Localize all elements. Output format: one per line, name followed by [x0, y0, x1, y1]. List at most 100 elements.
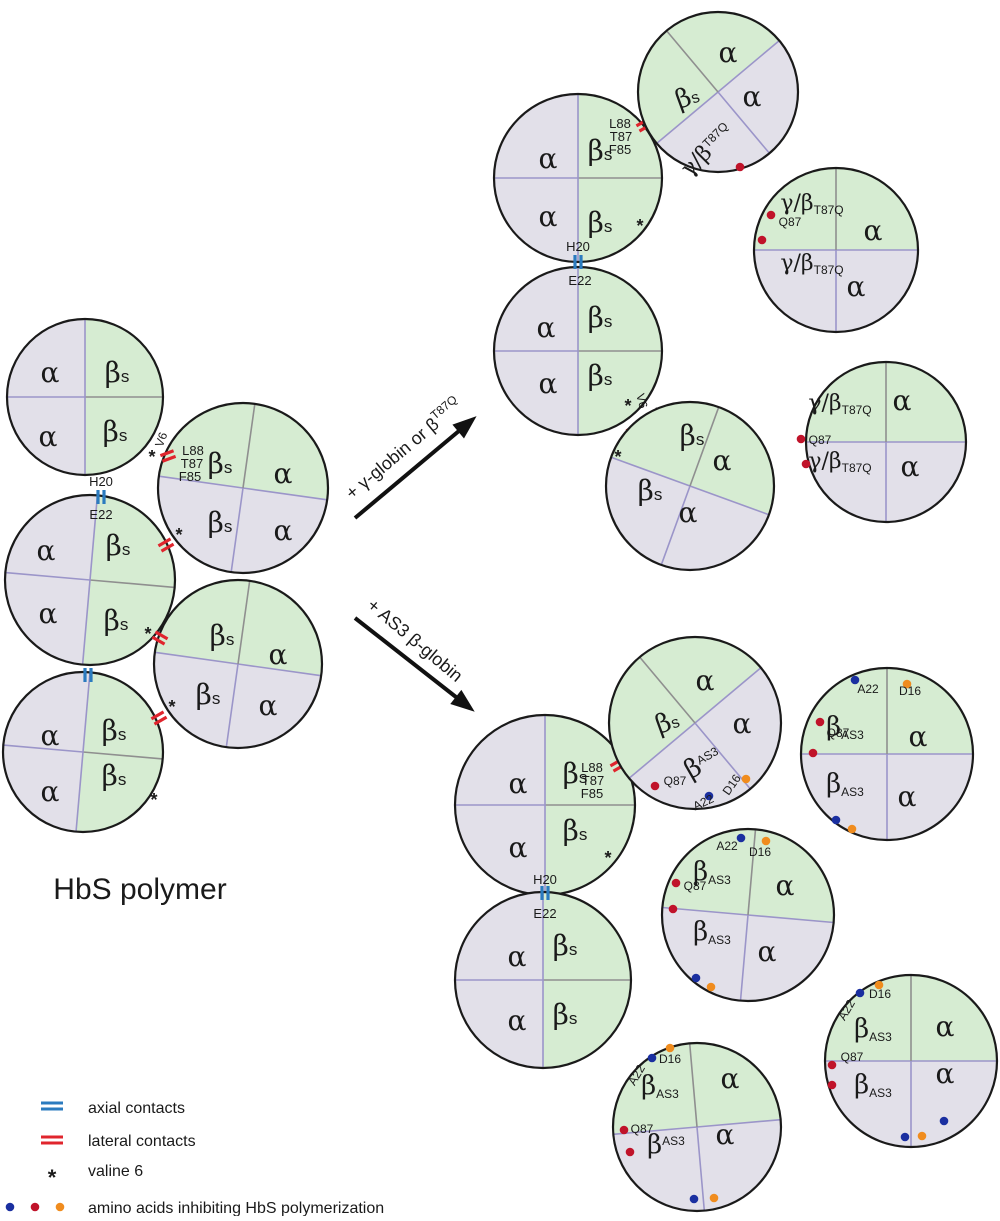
subunit-divider [639, 656, 696, 724]
beta-label: βs [588, 206, 613, 239]
subunit-divider [610, 456, 691, 487]
subunit-divider [739, 914, 749, 1001]
beta-label-text: βAS3 [826, 769, 864, 799]
subunit-divider [237, 580, 251, 665]
beta-subscript: s [122, 540, 131, 559]
beta-label: βs [563, 814, 588, 847]
beta-label: βs [680, 419, 705, 452]
beta-subscript: T87Q [814, 263, 844, 277]
beta-symbol: β [693, 857, 708, 887]
beta-label-text: βs [553, 998, 578, 1031]
subunit-quadrant [545, 715, 635, 805]
alpha-label: α [713, 444, 732, 477]
subunit-quadrant [689, 1043, 781, 1127]
beta-symbol: β [103, 415, 119, 448]
beta-label: βAS3 [826, 712, 864, 742]
beta-label-text: βAS3 [854, 1070, 892, 1100]
alpha-label: α [508, 940, 527, 973]
subunit-divider [696, 1118, 781, 1128]
beta-subscript: s [604, 217, 613, 236]
beta-label: βAS3 [854, 1014, 892, 1044]
subunit-quadrant [697, 1119, 782, 1211]
subunit-divider [656, 91, 719, 145]
subunit-quadrant [748, 829, 834, 923]
residue-label: E22 [533, 906, 556, 921]
subunit-quadrant [76, 752, 163, 832]
inhibitor-dot-blue [691, 973, 701, 983]
residue-label: T87 [181, 456, 203, 471]
beta-label-text: βs [106, 529, 131, 562]
subunit-divider [747, 829, 757, 916]
beta-subscript: s [224, 458, 233, 477]
lateral-contact-bar [151, 635, 166, 646]
inhibitor-dot-orange [902, 679, 912, 689]
axial-contact [96, 490, 106, 504]
inhibitor-dot-red [827, 1080, 837, 1090]
subunit-quadrant [662, 907, 748, 1001]
residue-label: A22 [716, 839, 738, 853]
beta-symbol: β [210, 619, 226, 652]
valine6-star: * [614, 447, 621, 467]
subunit-quadrant [545, 805, 635, 895]
beta-symbol: β [826, 769, 841, 799]
beta-subscript: AS3 [662, 1134, 685, 1148]
beta-label: βs [208, 506, 233, 539]
beta-label-text: βs [588, 134, 613, 167]
beta-symbol: β [801, 251, 814, 276]
inhibitor-dot-orange [847, 824, 857, 834]
beta-label: βAS3 [693, 857, 731, 887]
hemoglobin-outline [607, 635, 783, 811]
hemoglobin-outline [660, 827, 836, 1003]
subunit-quadrant [90, 495, 175, 588]
alpha-label: α [721, 1062, 740, 1095]
dots-icon [5, 1202, 65, 1212]
hemoglobin-outline [804, 360, 968, 524]
beta-label: βAS3 [693, 917, 731, 947]
lateral-contact-bar [153, 715, 168, 726]
alpha-label: α [41, 356, 60, 389]
subunit-quadrant [543, 892, 631, 980]
hemoglobin-outline [152, 578, 324, 750]
inhibitor-dot-red [766, 210, 776, 220]
beta-label-text: βs [208, 447, 233, 480]
inhibitor-dot-blue [855, 988, 865, 998]
inhibitor-dot-blue [850, 675, 860, 685]
subunit-quadrant [695, 667, 781, 789]
inhibitor-dot-red [650, 781, 660, 791]
alpha-label: α [259, 689, 278, 722]
beta-label: γ/βT87Q [808, 449, 871, 475]
alpha-label: α [39, 420, 58, 453]
subunit-divider [689, 485, 770, 516]
inhibitor-dot-orange [665, 1043, 675, 1053]
residue-label: E22 [568, 273, 591, 288]
residue-label: L88 [182, 443, 204, 458]
alpha-label: α [758, 935, 777, 968]
beta-label: βs [210, 619, 235, 652]
hemoglobin-outline [823, 973, 999, 1149]
subunit-divider [242, 403, 256, 489]
alpha-label: α [936, 1057, 955, 1090]
inhibitor-dot-red [827, 1060, 837, 1070]
inhibitor-dot-red [796, 434, 806, 444]
subunit-quadrant [911, 975, 997, 1061]
subunit-quadrant [613, 1127, 705, 1211]
alpha-label: α [898, 780, 917, 813]
subunit-quadrant [754, 250, 836, 332]
beta-symbol: β [553, 929, 569, 962]
residue-label: F85 [609, 142, 631, 157]
inhibitor-dot-orange [917, 1131, 927, 1141]
lateral-contact-bar [159, 449, 175, 458]
beta-subscript: s [654, 485, 663, 504]
residue-label: H20 [89, 474, 113, 489]
beta-label: βs [104, 604, 129, 637]
hemoglobin-outline [1, 670, 165, 834]
beta-symbol: β [104, 604, 120, 637]
subunit-quadrant [82, 580, 175, 666]
beta-symbol: β [208, 506, 224, 539]
beta-label-text: βs [210, 619, 235, 652]
alpha-label: α [696, 664, 715, 697]
